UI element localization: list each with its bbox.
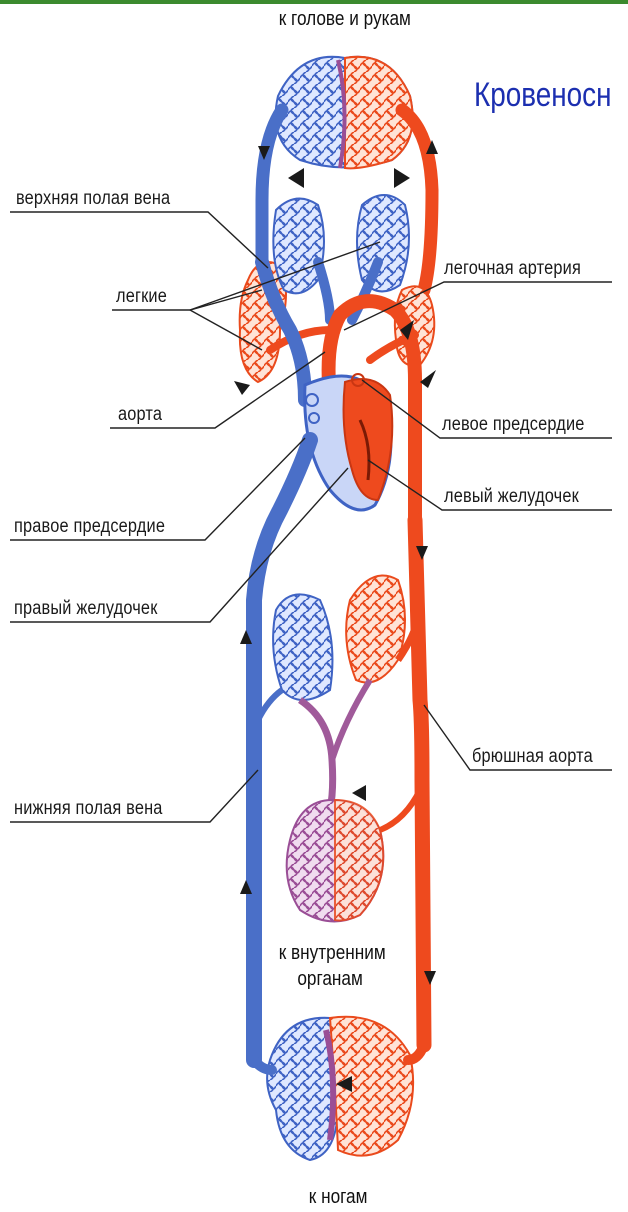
label-pulmonary-artery: легочная артерия bbox=[444, 258, 581, 280]
heart bbox=[305, 374, 393, 510]
label-right-atrium: правое предсердие bbox=[14, 516, 165, 538]
label-lungs: легкие bbox=[116, 286, 167, 308]
legs-capillaries bbox=[267, 1017, 413, 1160]
caption-legs: к ногам bbox=[309, 1186, 368, 1209]
label-aorta: аорта bbox=[118, 404, 162, 426]
caption-head-arms: к голове и рукам bbox=[279, 8, 411, 31]
label-abdominal-aorta: брюшная аорта bbox=[472, 746, 593, 768]
label-left-ventricle: левый желудочек bbox=[444, 486, 579, 508]
caption-internal-organs-line2: органам bbox=[297, 968, 362, 991]
internal-organs-capillaries bbox=[273, 576, 405, 922]
head-arms-capillaries bbox=[276, 57, 413, 169]
caption-internal-organs-line1: к внутренним bbox=[279, 942, 386, 965]
label-superior-vena-cava: верхняя полая вена bbox=[16, 188, 170, 210]
label-right-ventricle: правый желудочек bbox=[14, 598, 158, 620]
diagram-title: Кровеносн bbox=[474, 76, 612, 115]
label-left-atrium: левое предсердие bbox=[442, 414, 585, 436]
label-inferior-vena-cava: нижняя полая вена bbox=[14, 798, 163, 820]
